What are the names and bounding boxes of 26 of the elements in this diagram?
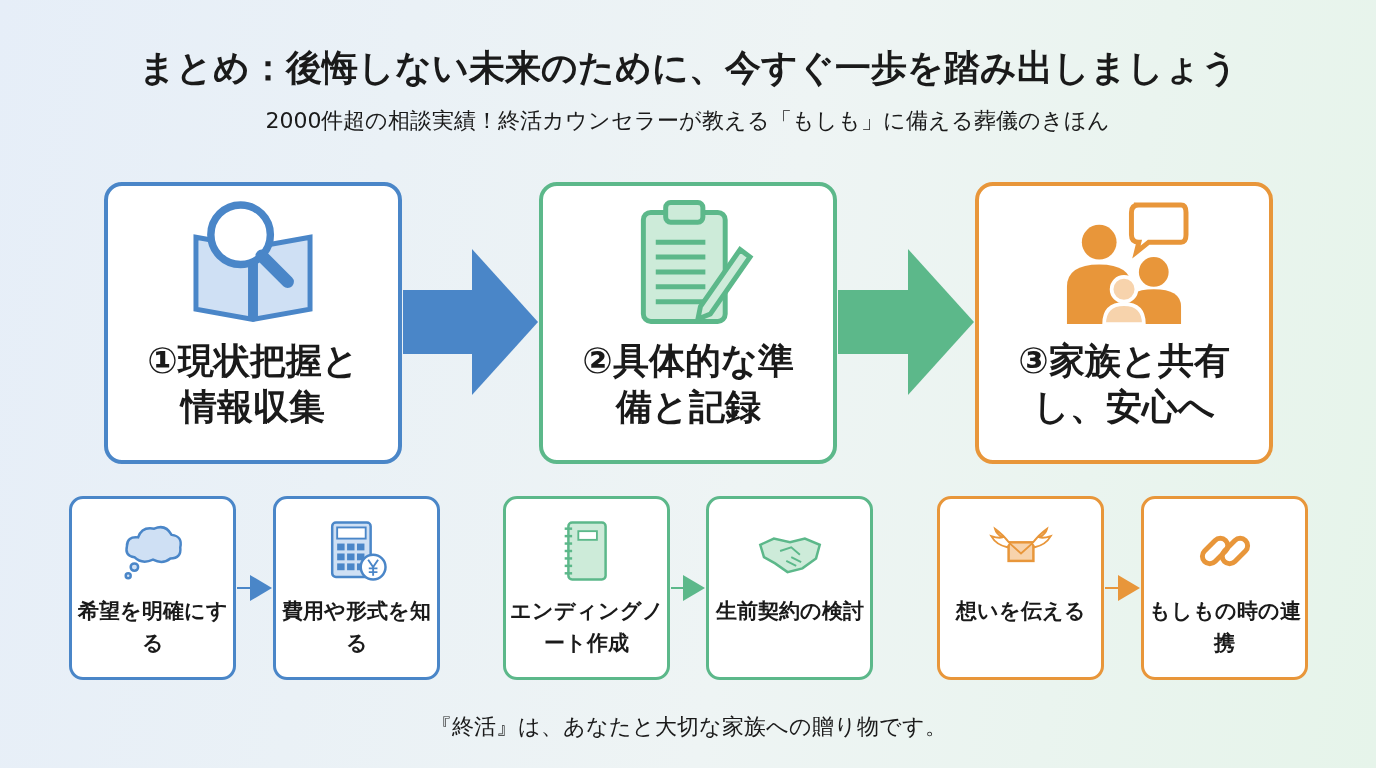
step-title: ②具体的な準備と記録 [581,339,795,429]
task-label: 費用や形式を知る [281,598,432,657]
subtitle: 2000件超の相談実績！終活カウンセラーが教える「もしも」に備える葬儀のきほん [264,107,1112,135]
arrow [1104,575,1140,601]
task-card [1141,496,1308,680]
task-card [706,496,873,680]
arrow [838,249,974,395]
task-label: もしもの時の連携 [1147,598,1302,657]
caption: 『終活』は、あなたと大切な家族への贈り物です。 [428,713,948,741]
arrow [236,575,272,601]
step-card [975,182,1273,464]
step-card [539,182,837,464]
step-title: ①現状把握と情報収集 [146,339,360,429]
step-card [104,182,402,464]
arrow [670,575,705,601]
arrow [403,249,538,395]
task-label: 生前契約の検討 [714,598,865,625]
task-card [937,496,1104,680]
task-label: 希望を明確にする [76,598,229,657]
task-card [69,496,236,680]
task-label: エンディングノート作成 [508,598,665,657]
title: まとめ：後悔しない未来のために、今すぐ一歩を踏み出しましょう [137,46,1239,90]
task-label: 想いを伝える [954,598,1087,625]
task-card [273,496,440,680]
step-title: ③家族と共有し、安心へ [1017,339,1231,429]
task-card [503,496,670,680]
